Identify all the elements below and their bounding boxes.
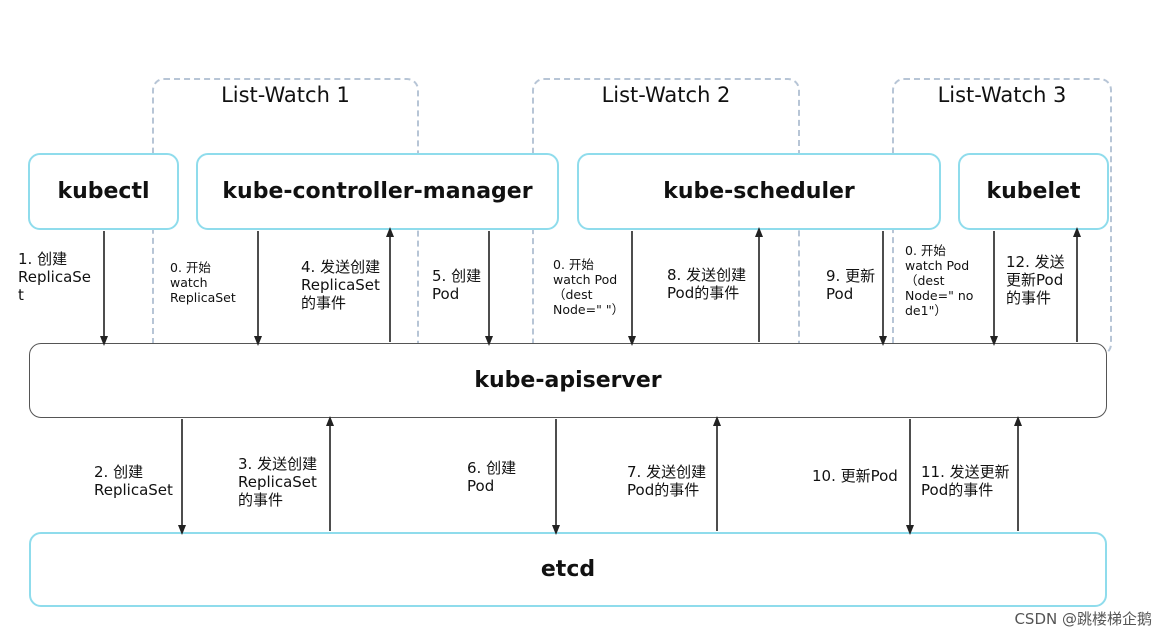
list-watch-1-title: List-Watch 1 — [221, 83, 350, 107]
csdn-credit: CSDN @跳楼梯企鹅 — [1014, 610, 1152, 628]
list-watch-3-title: List-Watch 3 — [937, 83, 1067, 107]
step-3-label: 3. 发送创建 ReplicaSet 的事件 — [238, 455, 318, 509]
step-6-label: 6. 创建 Pod — [467, 459, 517, 495]
step-0-kubelet-label: 0. 开始 watch Pod （dest Node=" no de1"） — [905, 243, 974, 318]
step-4-label: 4. 发送创建 ReplicaSet 的事件 — [301, 258, 381, 312]
step-8-label: 8. 发送创建 Pod的事件 — [667, 266, 747, 302]
step-5-label: 5. 创建 Pod — [432, 267, 482, 303]
list-watch-2-title: List-Watch 2 — [601, 83, 731, 107]
scheduler-box: kube-scheduler — [577, 153, 941, 230]
controller-manager-box: kube-controller-manager — [196, 153, 559, 230]
step-11-label: 11. 发送更新 Pod的事件 — [921, 463, 1010, 499]
step-9-label: 9. 更新 Pod — [826, 267, 876, 303]
step-1-label: 1. 创建 ReplicaSe t — [18, 250, 92, 304]
step-7-label: 7. 发送创建 Pod的事件 — [627, 463, 707, 499]
step-0-scheduler-label: 0. 开始 watch Pod （dest Node=" "） — [553, 257, 625, 317]
apiserver-box: kube-apiserver — [29, 343, 1107, 418]
step-0-cm-label: 0. 开始 watch ReplicaSet — [170, 260, 236, 305]
etcd-box: etcd — [29, 532, 1107, 607]
step-12-label: 12. 发送 更新Pod 的事件 — [1006, 253, 1065, 307]
step-2-label: 2. 创建 ReplicaSet — [94, 463, 173, 499]
kubelet-box: kubelet — [958, 153, 1109, 230]
step-10-label: 10. 更新Pod — [812, 467, 898, 485]
kubectl-box: kubectl — [28, 153, 179, 230]
